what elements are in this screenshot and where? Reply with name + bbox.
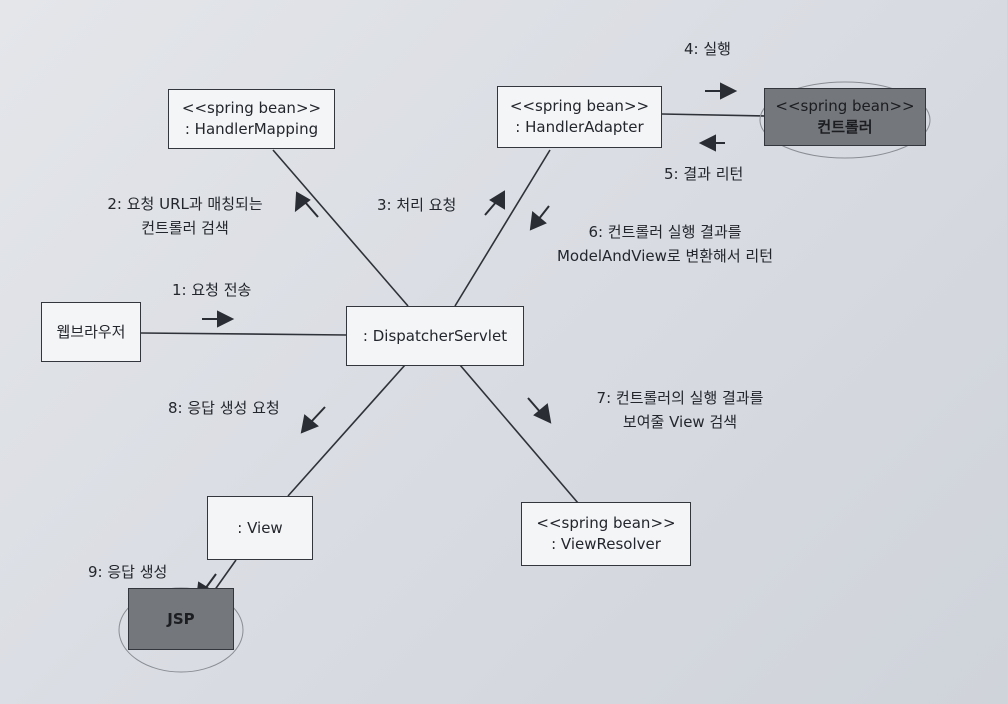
controller-box: <<spring bean>> 컨트롤러 (764, 88, 926, 146)
dispatcher-servlet-name: : DispatcherServlet (362, 326, 508, 345)
browser-name: 웹브라우저 (56, 322, 126, 341)
view-box: : View (207, 496, 313, 560)
step2-line2: 컨트롤러 검색 (141, 219, 229, 237)
step7-line1: 7: 컨트롤러의 실행 결과를 (596, 389, 764, 407)
arrow-step8 (300, 406, 326, 434)
browser-box: 웹브라우저 (41, 302, 141, 362)
arrow-step3 (484, 190, 505, 216)
view-name: : View (237, 518, 283, 537)
arrow-step5 (698, 134, 725, 152)
jsp-box: JSP (128, 588, 234, 650)
arrow-step1 (202, 310, 235, 328)
step6-line1: 6: 컨트롤러 실행 결과를 (588, 223, 742, 241)
step5-label: 5: 결과 리턴 (664, 165, 744, 183)
arrow-step4 (705, 82, 738, 100)
controller-name: 컨트롤러 (817, 118, 873, 136)
step9-label: 9: 응답 생성 (88, 563, 168, 581)
pencil-circle-controller (759, 81, 931, 159)
step6-label: 6: 컨트롤러 실행 결과를 ModelAndView로 변환해서 리턴 (515, 220, 815, 268)
link-dispatcher-view (287, 364, 406, 497)
handler-mapping-box: <<spring bean>> : HandlerMapping (168, 89, 335, 149)
link-dispatcher-viewresolver (459, 364, 579, 504)
handler-mapping-name: : HandlerMapping (184, 120, 319, 138)
view-resolver-stereotype: <<spring bean>> (536, 514, 676, 532)
handler-adapter-stereotype: <<spring bean>> (509, 97, 650, 115)
view-resolver-name: : ViewResolver (551, 535, 661, 553)
step7-line2: 보여줄 View 검색 (622, 413, 738, 431)
handler-mapping-stereotype: <<spring bean>> (181, 99, 322, 117)
controller-stereotype: <<spring bean>> (775, 97, 915, 115)
handler-adapter-box: <<spring bean>> : HandlerAdapter (497, 86, 662, 148)
step4-label: 4: 실행 (684, 40, 731, 58)
dispatcher-servlet-box: : DispatcherServlet (346, 306, 524, 366)
handler-adapter-name: : HandlerAdapter (515, 118, 644, 136)
arrow-step6 (529, 205, 550, 231)
step6-line2: ModelAndView로 변환해서 리턴 (556, 247, 774, 265)
link-browser-dispatcher (140, 332, 348, 336)
jsp-name: JSP (167, 609, 195, 628)
step7-label: 7: 컨트롤러의 실행 결과를 보여줄 View 검색 (560, 386, 800, 434)
step2-label: 2: 요청 URL과 매칭되는 컨트롤러 검색 (80, 192, 290, 240)
view-resolver-box: <<spring bean>> : ViewResolver (521, 502, 691, 566)
arrow-step2 (294, 191, 319, 218)
step1-label: 1: 요청 전송 (172, 281, 252, 299)
link-dispatcher-handlermapping (272, 149, 409, 307)
step2-line1: 2: 요청 URL과 매칭되는 (107, 195, 263, 213)
link-adapter-controller (661, 113, 767, 117)
step8-label: 8: 응답 생성 요청 (168, 399, 280, 417)
step3-label: 3: 처리 요청 (377, 196, 457, 214)
link-dispatcher-handleradapter (454, 149, 551, 307)
arrow-step7 (527, 397, 552, 424)
